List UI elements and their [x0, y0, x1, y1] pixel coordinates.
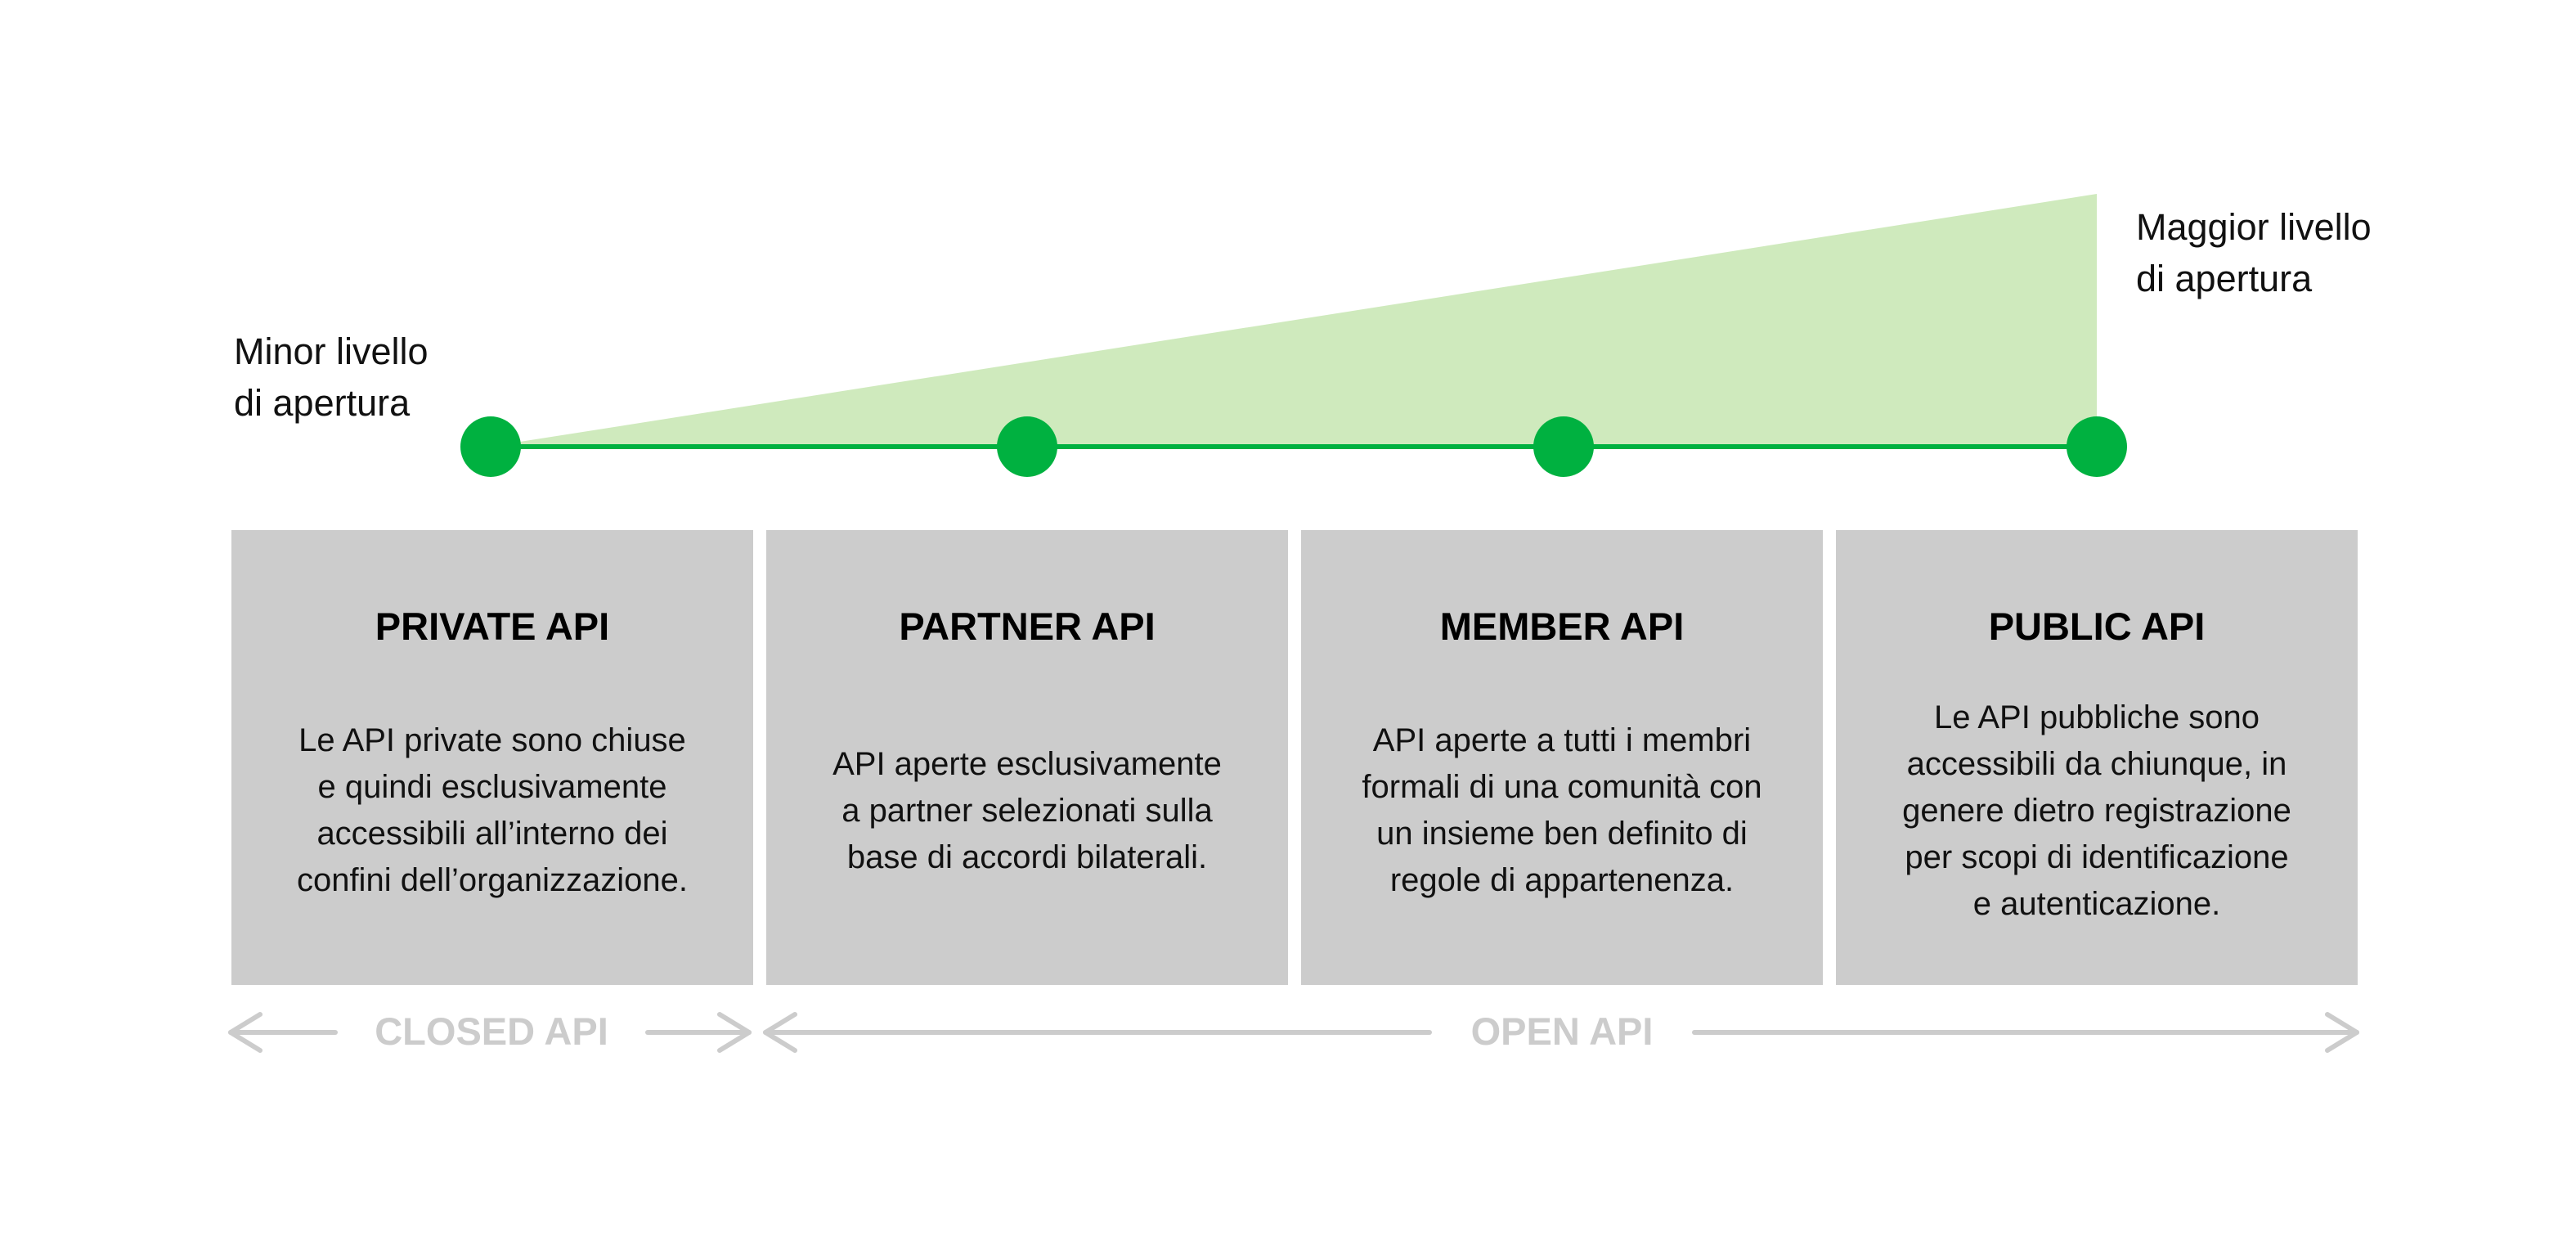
- level-title: PARTNER API: [899, 605, 1156, 648]
- open-range-arrow: [763, 1012, 2359, 1053]
- openness-triangle: [489, 194, 2097, 447]
- level-title: PUBLIC API: [1988, 605, 2206, 648]
- min-openness-label: Minor livello di apertura: [234, 330, 429, 424]
- open-api-label: OPEN API: [1470, 1009, 1654, 1053]
- level-title: PRIVATE API: [375, 605, 610, 648]
- level-dot-private: [460, 416, 521, 477]
- closed-range-arrow: [228, 1012, 752, 1053]
- max-openness-label: Maggior livello di apertura: [2136, 206, 2372, 299]
- level-description: API aperte a tutti i membri formali di u…: [1362, 722, 1762, 898]
- level-description: Le API pubbliche sono accessibili da chi…: [1902, 699, 2291, 922]
- level-box-partner: PARTNER API API aperte esclusivamente a …: [766, 530, 1288, 985]
- closed-api-label: CLOSED API: [375, 1009, 608, 1053]
- level-dot-member: [1533, 416, 1594, 477]
- level-box-public: PUBLIC API Le API pubbliche sono accessi…: [1836, 530, 2358, 985]
- level-dot-partner: [997, 416, 1057, 477]
- level-dot-public: [2067, 416, 2127, 477]
- level-description: Le API private sono chiuse e quindi escl…: [296, 722, 689, 898]
- level-description: API aperte esclusivamente a partner sele…: [832, 745, 1222, 875]
- level-box-member: MEMBER API API aperte a tutti i membri f…: [1301, 530, 1823, 985]
- level-title: MEMBER API: [1439, 605, 1685, 648]
- level-box-private: PRIVATE API Le API private sono chiuse e…: [231, 530, 753, 985]
